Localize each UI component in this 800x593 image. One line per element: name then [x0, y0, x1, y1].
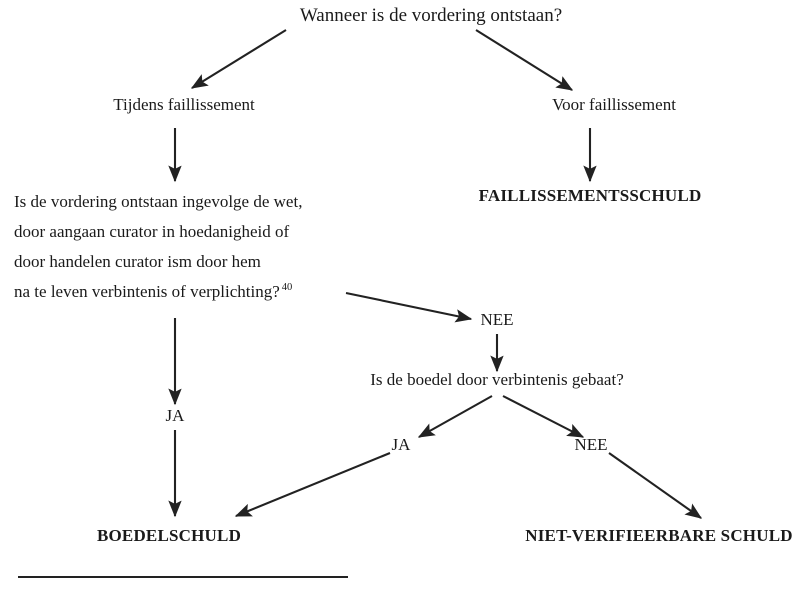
node-answer-nee-1: NEE — [480, 310, 514, 329]
footnote-separator-rule — [18, 576, 348, 578]
footnote-marker: 40 — [281, 282, 293, 294]
edge-ja2-to-boedelschuld — [234, 452, 391, 517]
node-voor-faillissement: Voor faillissement — [552, 95, 676, 114]
question-1-line-4-text: na te leven verbintenis of verplichting? — [14, 282, 280, 301]
node-question-1: Is de vordering ontstaan ingevolge de we… — [14, 187, 302, 307]
node-answer-ja-2: JA — [391, 435, 411, 454]
node-root-question: Wanneer is de vordering ontstaan? — [299, 5, 563, 26]
question-1-line-4: na te leven verbintenis of verplichting?… — [14, 277, 302, 307]
edge-question2-to-nee — [502, 395, 585, 438]
edge-root-to-tijdens — [190, 29, 287, 89]
question-1-line-1: Is de vordering ontstaan ingevolge de we… — [14, 192, 303, 211]
node-boedelschuld: BOEDELSCHULD — [96, 526, 242, 545]
edge-root-to-voor — [475, 29, 574, 91]
node-answer-nee-2: NEE — [574, 435, 608, 454]
node-question-2: Is de boedel door verbintenis gebaat? — [370, 370, 624, 389]
edge-nee2-to-niet-verifieerbare — [608, 452, 703, 519]
edge-question1-to-nee — [345, 291, 473, 323]
edge-question2-to-ja — [417, 395, 493, 438]
question-1-line-2: door aangaan curator in hoedanigheid of — [14, 222, 290, 241]
node-answer-ja-1: JA — [165, 406, 185, 425]
question-1-line-3: door handelen curator ism door hem — [14, 252, 261, 271]
node-tijdens-faillissement: Tijdens faillissement — [113, 95, 255, 114]
node-faillissementsschuld: FAILLISSEMENTSSCHULD — [478, 186, 702, 205]
node-niet-verifieerbare-schuld: NIET-VERIFIEERBARE SCHULD — [525, 526, 793, 545]
